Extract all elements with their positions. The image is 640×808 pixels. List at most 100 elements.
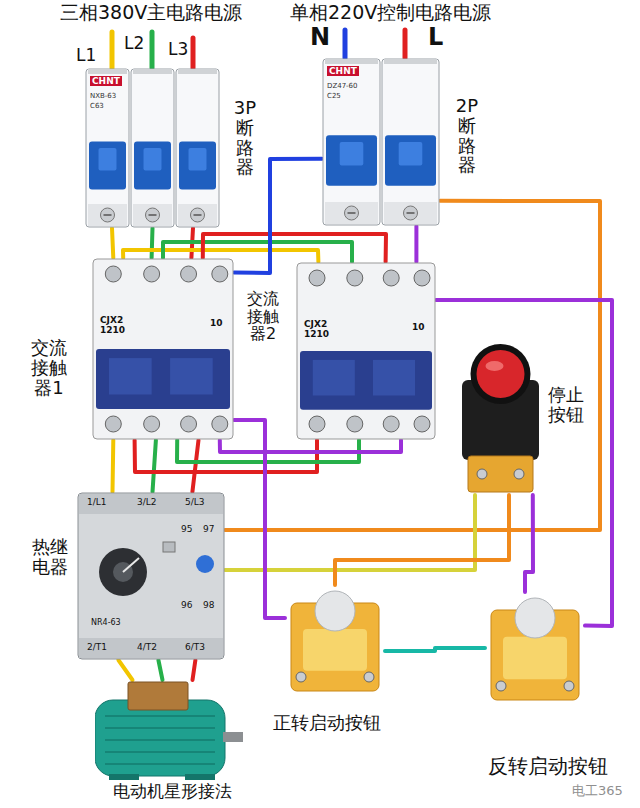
contact-window [170, 358, 213, 394]
terminal-cap [88, 69, 127, 74]
contactor-face [300, 351, 432, 410]
terminal-cap [384, 59, 437, 64]
device-heading: 2P 断路器 [454, 96, 480, 175]
cooling-fin [105, 727, 215, 729]
terminal-screw [309, 270, 325, 286]
wire [158, 660, 162, 680]
terminal-screw [414, 416, 430, 432]
device-heading: 停止按钮 [547, 385, 585, 425]
toggle-housing [179, 142, 216, 190]
relay-body [78, 493, 224, 659]
terminal-screw [181, 266, 197, 282]
terminal-screw [212, 416, 228, 432]
motor-foot [109, 774, 139, 780]
terminal-screw [496, 681, 506, 691]
terminal-screw [347, 416, 363, 432]
device-marking: C63 [90, 102, 104, 110]
wire [414, 226, 418, 262]
cooling-fin [105, 763, 215, 765]
push-button: 反转启动按钮 [485, 592, 585, 704]
breaker-pole [323, 59, 380, 225]
terminal-screw [296, 672, 306, 682]
device-marking: CHNT [327, 66, 359, 76]
wire [525, 495, 533, 592]
supply-wire [343, 30, 348, 58]
contactor-face [96, 349, 230, 409]
supply-label: L2 [124, 34, 144, 54]
wire [193, 660, 196, 680]
terminal-screw [101, 208, 115, 222]
screw-slot [149, 214, 157, 216]
terminal-screw [477, 469, 487, 479]
wire [111, 440, 116, 492]
device-marking: C25 [327, 92, 341, 100]
terminal-screw [144, 266, 160, 282]
terminal-screw [414, 270, 430, 286]
terminal-screw [364, 672, 374, 682]
motor: 电动机星形接法 [95, 680, 245, 780]
supply-wire [150, 32, 155, 68]
terminal-screw [146, 208, 160, 222]
device-marking: 2/T1 [87, 642, 107, 652]
wire [220, 440, 401, 452]
wire [385, 648, 485, 651]
device-marking: NXB-63 [90, 92, 116, 100]
screw-slot [194, 214, 202, 216]
cooling-fin [105, 751, 215, 753]
wire [153, 440, 156, 492]
terminal-screw [191, 208, 205, 222]
motor-foot [185, 774, 215, 780]
device-outline [458, 340, 543, 495]
terminal-screw [404, 206, 418, 220]
terminal-screw [144, 416, 160, 432]
device-outline [285, 585, 385, 695]
stop-button: 停止按钮 [458, 340, 543, 495]
wire [135, 440, 317, 472]
device-marking: 1/L1 [87, 497, 107, 507]
terminal-cap [178, 69, 217, 74]
terminal-cap [325, 59, 378, 64]
terminal-screw [564, 681, 574, 691]
device-marking: 97 [203, 524, 214, 534]
supply-label: L [428, 24, 443, 52]
device-heading: 热继电器 [31, 537, 69, 577]
button-window [503, 637, 567, 680]
ac-contactor: 交流接触器2CJX2 121010 [296, 262, 436, 440]
device-outline [95, 680, 245, 780]
breaker-pole [86, 69, 129, 227]
device-marking: 6/T3 [185, 642, 205, 652]
device-heading: 正转启动按钮 [273, 713, 381, 734]
contactor-body [297, 263, 435, 439]
wire [436, 300, 612, 626]
supply-label: L3 [168, 40, 188, 60]
wire [234, 420, 285, 618]
device-outline [77, 492, 225, 660]
terminal-screw [105, 416, 121, 432]
supply-wire [191, 38, 196, 68]
cooling-fin [105, 739, 215, 741]
terminal-screw [345, 206, 359, 220]
supply-wire [403, 30, 408, 58]
terminal-block [88, 204, 127, 226]
wire [192, 440, 198, 492]
cooling-fin [105, 715, 215, 717]
device-marking: NR4-63 [91, 618, 121, 627]
terminal-screw [181, 416, 197, 432]
motor-shaft [223, 732, 243, 742]
terminal-block [384, 202, 437, 224]
toggle-lever [99, 148, 117, 170]
push-button: 正转启动按钮 [285, 585, 385, 695]
terminal-band [79, 494, 223, 514]
button-top [515, 598, 555, 638]
device-marking: 96 [181, 600, 192, 610]
thermal-relay: 热继电器1/L13/L25/L395979698NR4-632/T14/T26/… [77, 492, 225, 660]
wire [112, 228, 113, 258]
terminal-screw [309, 416, 325, 432]
toggle-lever [144, 148, 162, 170]
terminal-band [79, 638, 223, 658]
device-marking: DZ47-60 [327, 82, 358, 90]
breaker-pole [131, 69, 174, 227]
supply-wire [110, 32, 115, 68]
terminal-screw [383, 270, 399, 286]
